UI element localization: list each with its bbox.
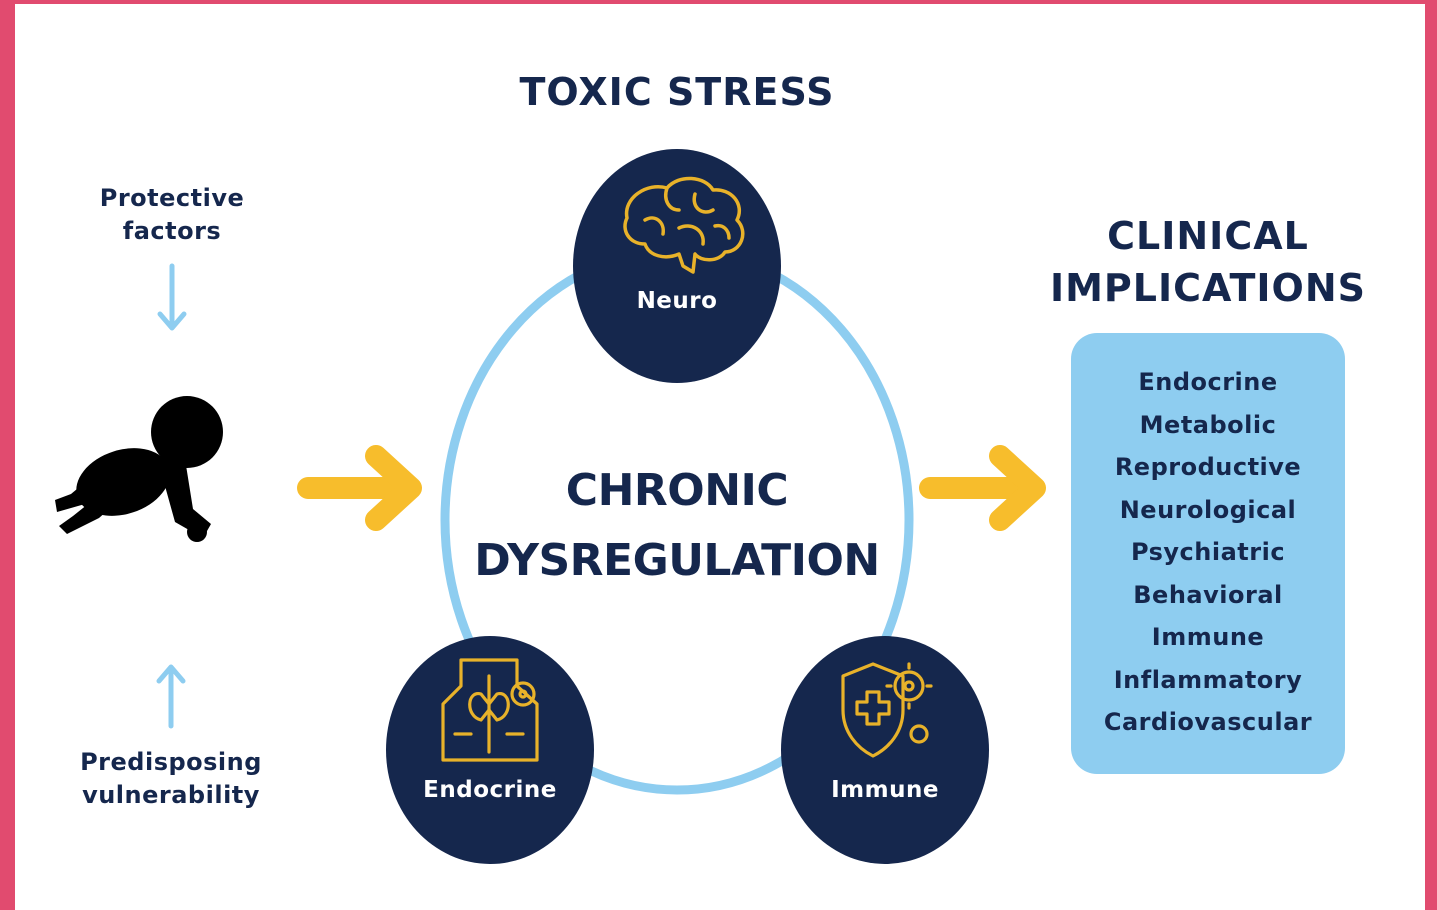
protective-factors-label: Protective factors bbox=[82, 182, 262, 248]
immune-node bbox=[781, 636, 989, 864]
neuro-node bbox=[573, 149, 781, 383]
heading-line-1: CLINICAL bbox=[1107, 214, 1309, 258]
brain-icon bbox=[623, 176, 745, 274]
list-item: Cardiovascular bbox=[1103, 708, 1313, 736]
clinical-implications-heading: CLINICAL IMPLICATIONS bbox=[1028, 210, 1388, 314]
list-item: Endocrine bbox=[1138, 368, 1278, 396]
protective-down-arrow bbox=[157, 263, 187, 331]
protective-factors-line-2: factors bbox=[122, 217, 222, 245]
list-item: Immune bbox=[1151, 623, 1265, 651]
predisposing-vulnerability-line-1: Predisposing bbox=[80, 748, 262, 776]
implications-list: Endocrine Metabolic Reproductive Neurolo… bbox=[1071, 333, 1345, 774]
list-item: Psychiatric bbox=[1130, 538, 1286, 566]
chronic-dysregulation-text: CHRONIC DYSREGULATION bbox=[447, 456, 907, 596]
center-line-1: CHRONIC bbox=[565, 465, 789, 516]
list-item: Metabolic bbox=[1139, 410, 1277, 439]
protective-factors-line-1: Protective bbox=[99, 184, 245, 212]
output-yellow-arrow bbox=[919, 445, 1046, 531]
endocrine-node bbox=[386, 636, 594, 864]
list-item: Reproductive bbox=[1114, 453, 1302, 481]
list-item: Neurological bbox=[1119, 495, 1297, 524]
vulnerability-up-arrow bbox=[156, 664, 186, 729]
endocrine-label: Endocrine bbox=[423, 777, 557, 803]
center-line-2: DYSREGULATION bbox=[474, 535, 880, 586]
list-item: Behavioral bbox=[1133, 580, 1283, 609]
input-yellow-arrow bbox=[297, 445, 422, 531]
shield-virus-icon bbox=[841, 662, 933, 758]
crawling-baby-icon bbox=[55, 396, 223, 542]
thyroid-gland-icon bbox=[441, 658, 539, 762]
neuro-label: Neuro bbox=[636, 288, 718, 314]
toxic-stress-title: TOXIC STRESS bbox=[519, 70, 835, 114]
predisposing-vulnerability-line-2: vulnerability bbox=[82, 781, 260, 809]
immune-label: Immune bbox=[831, 777, 939, 803]
diagram-canvas: Protective factors Predisposing vulnerab… bbox=[15, 4, 1425, 910]
diagram-graphics bbox=[55, 149, 1046, 864]
predisposing-vulnerability-label: Predisposing vulnerability bbox=[71, 746, 271, 812]
list-item: Inflammatory bbox=[1113, 665, 1303, 694]
heading-line-2: IMPLICATIONS bbox=[1049, 266, 1367, 310]
